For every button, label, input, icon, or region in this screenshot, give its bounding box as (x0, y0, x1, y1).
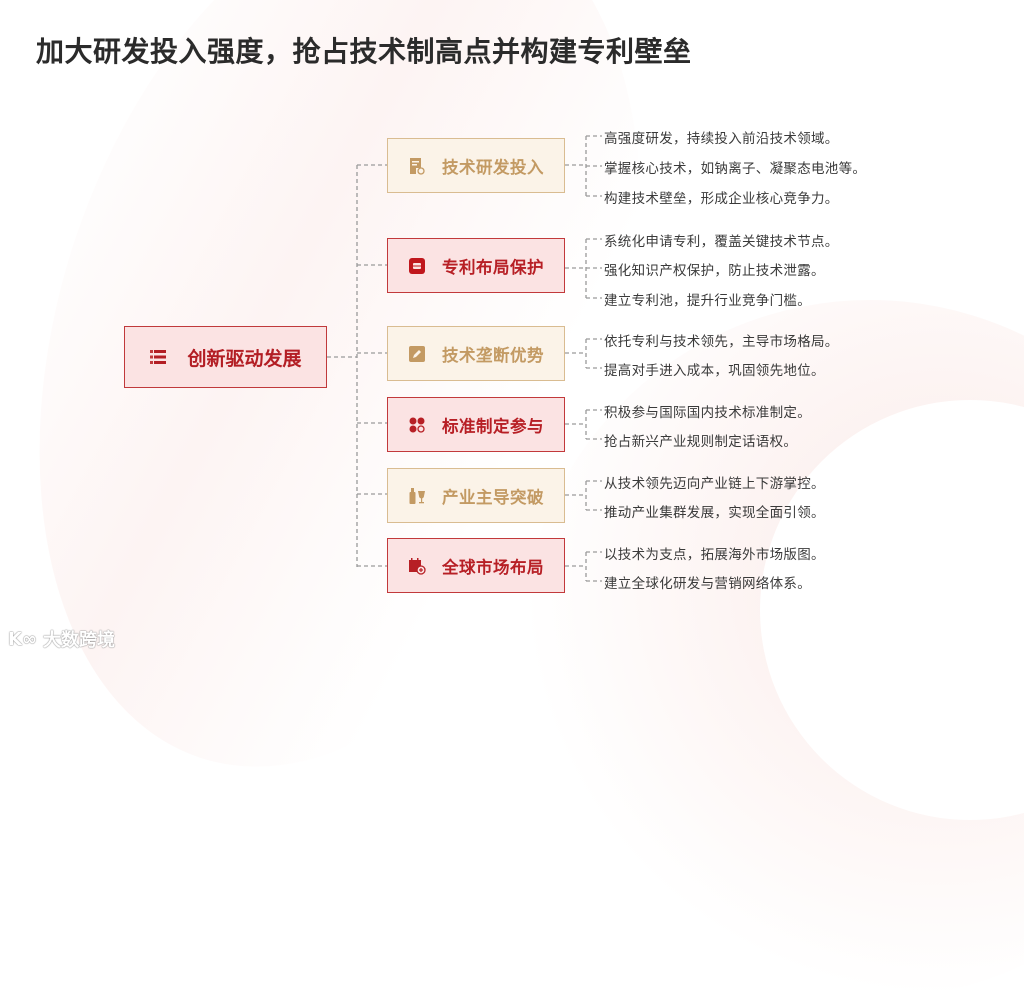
leaf-item: 提高对手进入成本，巩固领先地位。 (604, 363, 825, 379)
page-title: 加大研发投入强度，抢占技术制高点并构建专利壁垒 (36, 35, 692, 68)
leaf-item: 系统化申请专利，覆盖关键技术节点。 (604, 234, 839, 250)
edit-icon (408, 345, 426, 363)
leaf-item: 强化知识产权保护，防止技术泄露。 (604, 263, 825, 279)
leaf-item: 以技术为支点，拓展海外市场版图。 (604, 547, 825, 563)
branch-label: 技术研发投入 (442, 157, 544, 177)
branch-label: 标准制定参与 (442, 416, 544, 436)
branch-label: 产业主导突破 (442, 487, 544, 507)
branch-node-standard-setting[interactable]: 标准制定参与 (387, 397, 565, 452)
calendar-add-icon (408, 557, 426, 575)
patent-icon (408, 257, 426, 275)
document-icon (408, 157, 426, 175)
watermark-text: 大数跨境 (42, 630, 115, 651)
apps-icon (408, 416, 426, 434)
branch-node-patent-protection[interactable]: 专利布局保护 (387, 238, 565, 293)
connector-lines (327, 135, 602, 582)
watermark: K∞ 大数跨境 (8, 626, 115, 652)
branch-label: 技术垄断优势 (442, 345, 544, 365)
branch-node-industry-leadership[interactable]: 产业主导突破 (387, 468, 565, 523)
leaf-item: 掌握核心技术，如钠离子、凝聚态电池等。 (604, 161, 867, 177)
leaf-item: 从技术领先迈向产业链上下游掌控。 (604, 476, 825, 492)
bottle-glass-icon (408, 487, 426, 505)
root-label: 创新驱动发展 (187, 347, 302, 370)
leaf-item: 推动产业集群发展，实现全面引领。 (604, 505, 825, 521)
branch-node-tech-monopoly[interactable]: 技术垄断优势 (387, 326, 565, 381)
leaf-item: 建立全球化研发与营销网络体系。 (604, 576, 811, 592)
list-icon (149, 348, 167, 366)
branch-node-rd-investment[interactable]: 技术研发投入 (387, 138, 565, 193)
branch-node-global-market[interactable]: 全球市场布局 (387, 538, 565, 593)
branch-label: 全球市场布局 (442, 557, 544, 577)
leaf-item: 积极参与国际国内技术标准制定。 (604, 405, 811, 421)
leaf-item: 抢占新兴产业规则制定话语权。 (604, 434, 798, 450)
leaf-item: 高强度研发，持续投入前沿技术领域。 (604, 131, 839, 147)
watermark-logo-icon: K∞ (8, 628, 37, 650)
leaf-item: 建立专利池，提升行业竞争门槛。 (604, 293, 811, 309)
branch-label: 专利布局保护 (442, 257, 544, 277)
leaf-item: 依托专利与技术领先，主导市场格局。 (604, 334, 839, 350)
leaf-item: 构建技术壁垒，形成企业核心竞争力。 (604, 191, 839, 207)
root-node[interactable]: 创新驱动发展 (124, 326, 327, 388)
